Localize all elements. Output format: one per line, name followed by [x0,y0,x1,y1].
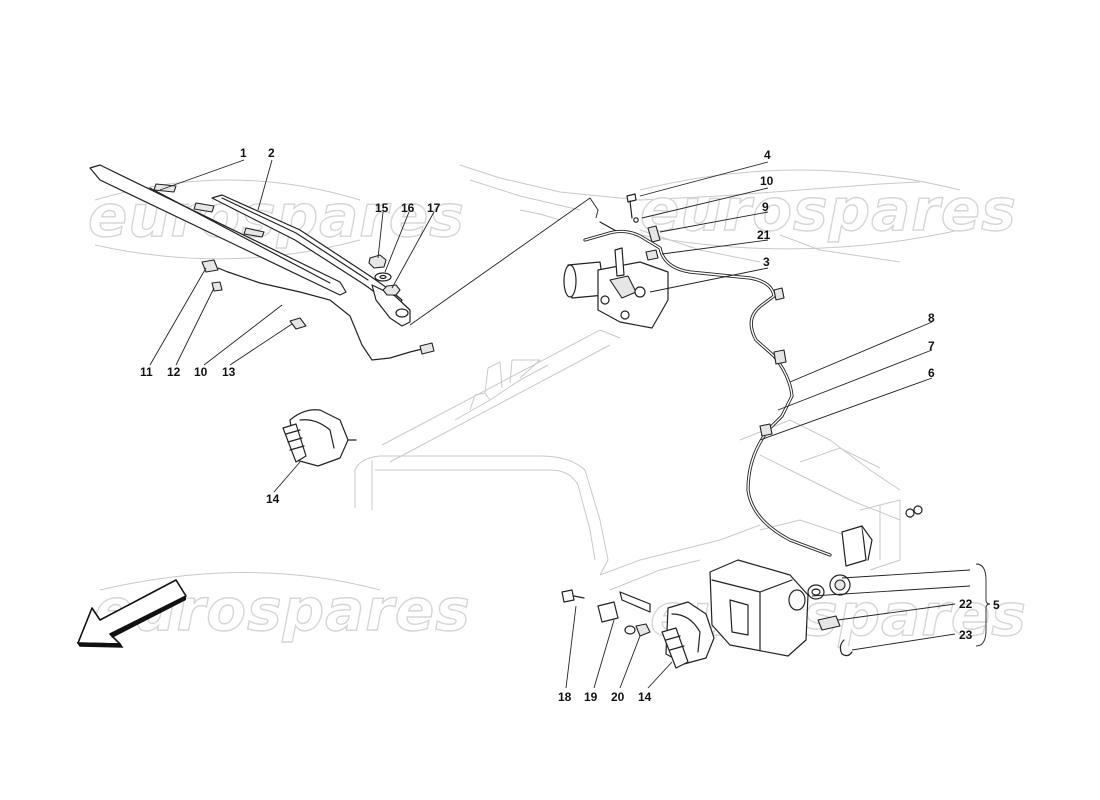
callout-23: 23 [959,628,973,642]
wiper-motor [563,221,669,329]
callout-20: 20 [611,690,625,704]
callout-11: 11 [140,365,153,379]
horn-right [661,601,715,669]
callout-17: 17 [427,201,441,215]
callout-1: 1 [240,146,247,160]
callout-12: 12 [167,365,181,379]
callout-2: 2 [268,146,275,160]
watermark-top-right: eurospares [640,176,1017,244]
callout-15: 15 [375,201,389,215]
washer-hose [583,229,832,557]
callout-3: 3 [763,255,770,269]
callout-21: 21 [757,228,771,242]
callout-8: 8 [928,311,935,325]
nut-20 [635,623,651,637]
callout-6: 6 [928,366,935,380]
callout-13: 13 [222,365,236,379]
callout-22: 22 [959,597,973,611]
pump-seal-22 [788,574,851,611]
direction-arrow-icon [76,579,187,648]
washer-reservoir [709,559,809,657]
link-line [409,197,599,326]
callouts: 1 2 4 10 9 21 3 15 16 17 8 7 6 11 12 10 … [140,146,1000,704]
leader-lines [149,159,991,689]
bracket-19 [597,591,651,635]
bolt-18 [561,589,585,603]
callout-10-top: 10 [760,174,774,188]
wiper-arm [211,194,411,327]
screw-4 [626,193,637,219]
clip-23 [839,639,853,657]
nut-cap-15 [368,254,387,269]
cap-21 [645,249,659,261]
callout-7: 7 [928,339,935,353]
car-body-outline [354,164,921,591]
horn-left [282,409,357,467]
bracket [841,505,923,567]
callout-4: 4 [764,148,771,162]
callout-14-bottom: 14 [638,690,652,704]
wiring-connector-assembly [201,259,435,361]
callout-18: 18 [558,690,572,704]
callout-9: 9 [762,200,769,214]
callout-5: 5 [993,598,1000,612]
elbow-connector-9 [647,225,661,243]
callout-16: 16 [401,201,415,215]
callout-19: 19 [584,690,598,704]
nut-17 [382,284,401,296]
washer-16 [374,272,392,282]
pump-connector [817,615,841,631]
callout-10-bottom: 10 [194,365,208,379]
washer-10 [633,217,639,223]
callout-14-left: 14 [266,492,280,506]
